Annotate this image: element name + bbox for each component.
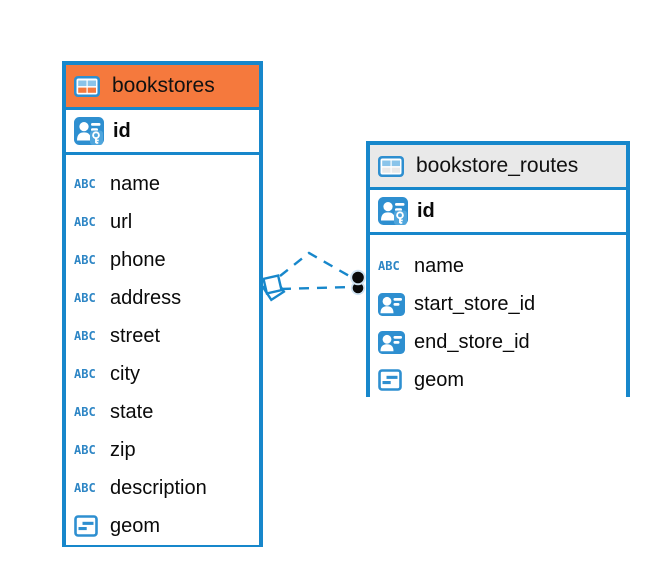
column-name: description (110, 476, 207, 499)
column-row-name[interactable]: ABC name (370, 247, 626, 285)
text-icon: ABC (378, 259, 400, 273)
column-name: street (110, 324, 161, 347)
column-name: state (110, 400, 154, 423)
column-name: phone (110, 248, 166, 271)
column-row-state[interactable]: ABC state (66, 393, 259, 431)
text-icon: ABC (74, 177, 96, 191)
table-bookstore-routes[interactable]: bookstore_routes id ABC name start_store… (366, 141, 630, 399)
text-icon: ABC (74, 405, 96, 419)
table-bookstore-routes-columns: ABC name start_store_id end_store_id ge (370, 235, 626, 399)
relationship-line-upper[interactable] (279, 251, 352, 279)
table-icon (378, 156, 407, 177)
table-bookstores-header[interactable]: bookstores (66, 65, 259, 110)
primary-key-icon (378, 197, 409, 225)
column-name: id (113, 119, 131, 142)
column-row-geom[interactable]: geom (66, 507, 259, 545)
foreign-key-icon (378, 293, 407, 316)
table-bookstore-routes-header[interactable]: bookstore_routes (370, 145, 626, 190)
column-name: end_store_id (414, 330, 530, 353)
text-icon: ABC (74, 443, 96, 457)
column-row-city[interactable]: ABC city (66, 355, 259, 393)
cardinality-stacked-squares-marker[interactable] (261, 274, 286, 302)
table-title: bookstores (112, 74, 215, 97)
endpoint-dot-marker[interactable] (350, 269, 366, 296)
column-row-id[interactable]: id (66, 110, 259, 155)
text-icon: ABC (74, 215, 96, 229)
column-row-zip[interactable]: ABC zip (66, 431, 259, 469)
column-name: start_store_id (414, 292, 536, 315)
table-bookstores-columns: ABC name ABC url ABC phone ABC address A… (66, 155, 259, 545)
table-icon (74, 76, 103, 97)
column-row-geom[interactable]: geom (370, 361, 626, 399)
column-row-phone[interactable]: ABC phone (66, 241, 259, 279)
column-name: zip (110, 438, 136, 461)
text-icon: ABC (74, 329, 96, 343)
table-bookstores[interactable]: bookstores id ABC name ABC url ABC phone… (62, 61, 263, 547)
text-icon: ABC (74, 367, 96, 381)
column-row-description[interactable]: ABC description (66, 469, 259, 507)
text-icon: ABC (74, 291, 96, 305)
column-row-end-store-id[interactable]: end_store_id (370, 323, 626, 361)
text-icon: ABC (74, 481, 96, 495)
column-row-start-store-id[interactable]: start_store_id (370, 285, 626, 323)
column-row-address[interactable]: ABC address (66, 279, 259, 317)
column-name: name (110, 172, 161, 195)
column-row-id[interactable]: id (370, 190, 626, 235)
geometry-icon (378, 369, 407, 391)
column-name: geom (110, 514, 161, 537)
text-icon: ABC (74, 253, 96, 267)
column-name: city (110, 362, 140, 385)
column-name: address (110, 286, 182, 309)
foreign-key-icon (378, 331, 407, 354)
geometry-icon (74, 515, 103, 537)
table-title: bookstore_routes (416, 154, 579, 177)
column-row-street[interactable]: ABC street (66, 317, 259, 355)
column-name: id (417, 199, 435, 222)
column-name: geom (414, 368, 465, 391)
primary-key-icon (74, 117, 105, 145)
relationship-line-lower[interactable] (280, 285, 352, 291)
column-name: url (110, 210, 133, 233)
column-name: name (414, 254, 465, 277)
column-row-name[interactable]: ABC name (66, 165, 259, 203)
column-row-url[interactable]: ABC url (66, 203, 259, 241)
